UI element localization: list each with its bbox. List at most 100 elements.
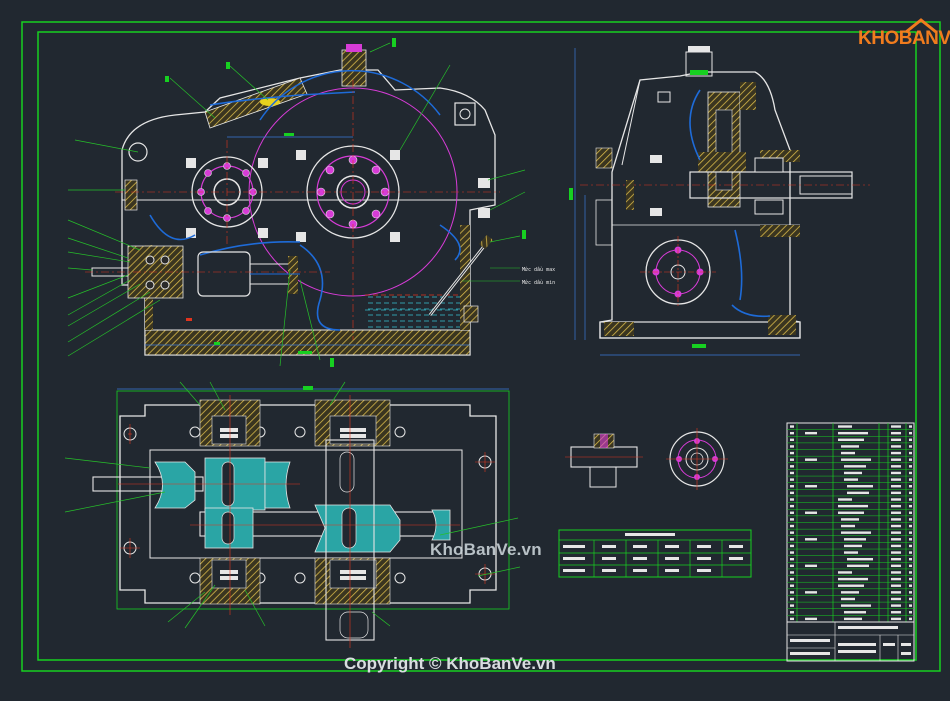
parts-cell-mark	[790, 451, 794, 455]
parts-cell-mark	[891, 491, 901, 495]
parts-cell-mark	[790, 425, 794, 428]
parts-cell-mark	[891, 478, 901, 481]
parts-cell-mark	[909, 498, 912, 501]
parts-cell-mark	[891, 571, 901, 574]
parts-cell-mark	[909, 557, 912, 561]
parts-cell-mark	[790, 544, 794, 548]
parts-cell-mark	[909, 458, 912, 461]
parts-cell-mark	[841, 591, 859, 594]
parts-cell-mark	[790, 498, 794, 501]
side-view-housing	[599, 71, 801, 339]
parts-cell-mark	[891, 431, 901, 435]
parts-cell-mark	[838, 511, 864, 514]
parts-cell-mark	[790, 571, 794, 574]
parts-cell-mark	[909, 611, 912, 614]
parts-cell-mark	[891, 611, 901, 614]
cover-bolts	[124, 150, 490, 242]
parts-cell-mark	[891, 564, 901, 568]
parts-cell-mark	[790, 438, 794, 441]
parts-cell-mark	[909, 551, 912, 554]
lifting-lug-left	[128, 142, 148, 162]
parts-cell-mark	[790, 564, 794, 568]
parts-cell-mark	[838, 425, 852, 428]
parts-cell-mark	[891, 465, 901, 468]
parts-cell-mark	[909, 511, 912, 514]
parts-cell-mark	[790, 524, 794, 528]
parts-cell-mark	[891, 577, 901, 581]
parts-cell-mark	[841, 524, 855, 528]
parts-cell-mark	[891, 425, 901, 428]
parts-cell-mark	[891, 597, 901, 601]
front-view-housing	[121, 69, 496, 356]
parts-cell-mark	[841, 604, 871, 607]
parts-cell-mark	[790, 531, 794, 534]
parts-cell-mark	[891, 471, 901, 475]
watermark-text: KhoBanVe.vn	[430, 540, 542, 559]
parts-cell-mark	[891, 544, 901, 548]
parts-cell-mark	[891, 518, 901, 521]
copyright-text: Copyright © KhoBanVe.vn	[344, 654, 556, 673]
oil-level-max-label: Mức dầu max	[522, 266, 555, 273]
parts-cell-mark	[909, 504, 912, 508]
parts-cell-mark	[790, 557, 794, 561]
parts-cell-mark	[909, 564, 912, 568]
parts-cell-mark	[891, 531, 901, 534]
parts-cell-mark	[790, 604, 794, 607]
parts-cell-mark	[844, 478, 858, 481]
parts-cell-mark	[838, 571, 852, 574]
inner-frame	[37, 31, 917, 661]
oil-level-min-label: Mức dầu min	[522, 279, 555, 286]
top-view-frame	[116, 390, 510, 610]
parts-cell-mark	[847, 491, 869, 495]
parts-cell-mark	[805, 564, 817, 568]
parts-cell-mark	[891, 538, 901, 541]
parts-cell-mark	[805, 591, 817, 594]
front-view-leaders	[67, 42, 526, 367]
parts-cell-mark	[909, 617, 912, 621]
parts-cell-mark	[805, 431, 817, 435]
parts-cell-mark	[805, 458, 817, 461]
parts-cell-mark	[891, 524, 901, 528]
parts-cell-mark	[891, 591, 901, 594]
parts-cell-mark	[847, 485, 873, 488]
parts-cell-mark	[909, 425, 912, 428]
parts-cell-mark	[891, 438, 901, 441]
parts-cell-mark	[841, 531, 871, 534]
front-view-base	[144, 329, 471, 356]
parts-cell-mark	[805, 617, 817, 621]
front-view-leader-tags	[165, 38, 526, 367]
parts-cell-mark	[909, 591, 912, 594]
parts-cell-mark	[790, 584, 794, 587]
parts-cell-mark	[891, 617, 901, 621]
parts-cell-mark	[790, 445, 794, 448]
khobanve-logo: KHOBANVE	[852, 18, 950, 54]
top-view	[92, 386, 510, 648]
parts-cell-mark	[909, 431, 912, 435]
parts-cell-mark	[838, 438, 864, 441]
parts-cell-mark	[790, 591, 794, 594]
top-pinion-left	[154, 461, 196, 509]
detail-bushing-front	[666, 428, 728, 490]
parts-cell-mark	[790, 485, 794, 488]
parts-cell-mark	[841, 458, 871, 461]
parts-cell-mark	[891, 504, 901, 508]
front-view-right-wall	[460, 225, 470, 330]
parts-cell-mark	[838, 498, 852, 501]
parts-cell-mark	[790, 458, 794, 461]
oil-sump	[365, 295, 460, 330]
parts-cell-mark	[891, 511, 901, 514]
parts-cell-mark	[790, 471, 794, 475]
top-view-leaders	[64, 381, 521, 629]
parts-cell-mark	[841, 445, 859, 448]
parts-cell-mark	[844, 538, 866, 541]
parts-cell-mark	[844, 471, 862, 475]
title-block	[786, 621, 915, 662]
parts-cell-mark	[790, 518, 794, 521]
parts-cell-mark	[909, 451, 912, 455]
parts-cell-mark	[909, 478, 912, 481]
parts-cell-mark	[891, 604, 901, 607]
parts-cell-mark	[790, 577, 794, 581]
parts-cell-mark	[891, 485, 901, 488]
parts-cell-mark	[909, 597, 912, 601]
parts-cell-mark	[805, 538, 817, 541]
